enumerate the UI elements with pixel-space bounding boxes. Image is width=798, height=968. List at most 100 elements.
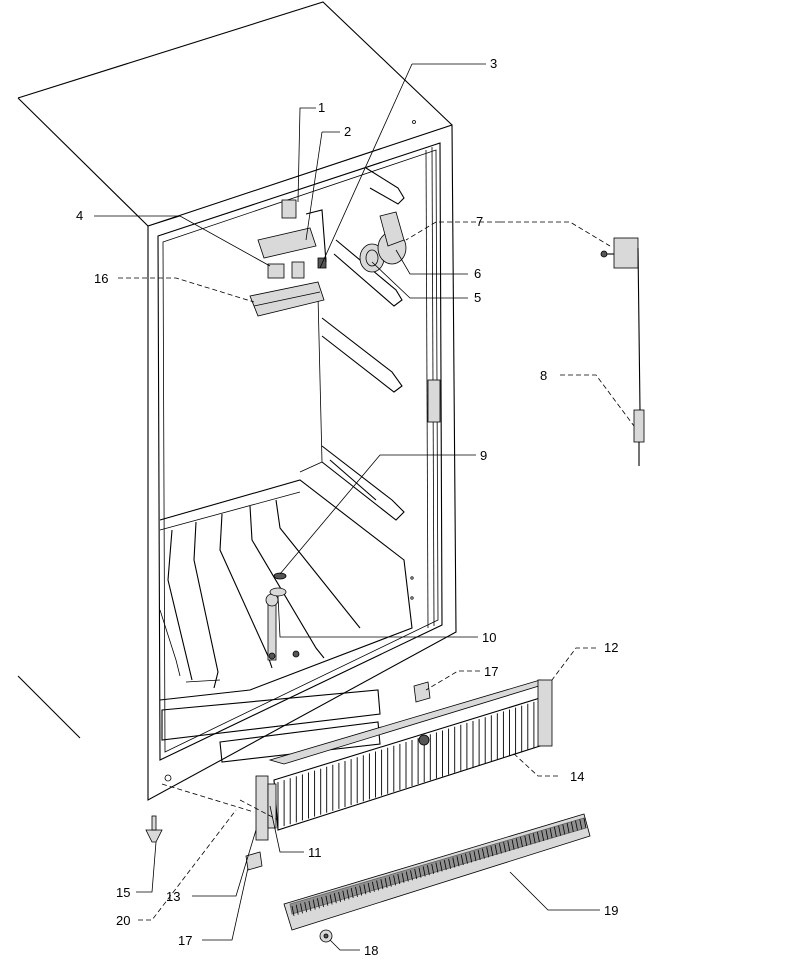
callout-12: 12 — [604, 640, 618, 655]
kick-plate-bristle — [443, 860, 447, 871]
shelf-rails — [321, 167, 405, 521]
kick-plate-bristle — [338, 891, 341, 903]
kick-plate-bristle — [469, 852, 473, 863]
kick-plate-bristle — [579, 819, 583, 830]
kick-plate-bristle — [384, 877, 388, 888]
kick-plate-bristle — [524, 835, 528, 846]
kick-plate-bristle — [372, 881, 375, 892]
kick-plate-bristle — [317, 898, 320, 909]
screw — [319, 929, 333, 943]
kick-plate-bristle — [537, 831, 540, 843]
kick-plate-bristle — [342, 890, 346, 901]
kick-plate-bristle — [554, 826, 557, 837]
kick-plate-bristle — [410, 870, 413, 881]
callout-4: 4 — [76, 208, 83, 223]
kick-plate-bristle — [333, 893, 337, 904]
kick-plate-bristle — [566, 823, 570, 834]
callout-13: 13 — [166, 889, 180, 904]
kick-plate-bristle — [367, 882, 371, 894]
kick-plate-bristle — [558, 825, 561, 836]
kick-plate-bristle — [427, 865, 430, 876]
kick-plate-bristle — [507, 840, 511, 852]
kick-plate-bristle — [562, 824, 566, 835]
kick-plate-bristle — [329, 894, 333, 905]
callout-3: 3 — [490, 56, 497, 71]
callout-14: 14 — [570, 769, 584, 784]
kick-plate-bristle — [397, 874, 401, 885]
kick-plate-bristle — [549, 828, 553, 839]
callout-18: 18 — [364, 943, 378, 958]
callout-9: 9 — [480, 448, 487, 463]
kick-plate-bristle — [359, 885, 363, 896]
kick-plate-bristle — [418, 867, 422, 878]
callout-10: 10 — [482, 630, 496, 645]
kick-plate-bristle — [401, 872, 405, 883]
kick-plate-bristle — [393, 875, 396, 886]
callout-7: 7 — [476, 214, 483, 229]
kick-plate-bristle — [388, 876, 392, 887]
knob-assembly — [359, 211, 407, 273]
leader-lines — [94, 63, 635, 951]
kick-plate-bristle — [532, 833, 536, 844]
callout-15: 15 — [116, 885, 130, 900]
thermostat-capillary — [600, 237, 645, 466]
kick-plate-bristle — [308, 900, 312, 911]
cabinet — [17, 1, 457, 801]
cabinet-bottom-panels — [161, 689, 381, 763]
kick-plate-bristle — [570, 821, 574, 832]
kick-plate-bristle — [452, 857, 456, 868]
grille-panel — [268, 679, 553, 831]
kick-plate-bristle — [486, 847, 490, 858]
callout-5: 5 — [474, 290, 481, 305]
kick-plate-bristle — [376, 880, 379, 891]
callout-6: 6 — [474, 266, 481, 281]
kick-plate-bristle — [355, 886, 358, 897]
kick-plate-bristle — [291, 905, 295, 917]
kick-plate-bristle — [363, 884, 367, 895]
kick-plate-bristle — [346, 889, 350, 900]
kick-plate-bristle — [414, 868, 418, 880]
kick-plate-bristle — [545, 829, 549, 840]
control-housing-parts — [249, 199, 327, 317]
kick-plate-bristle — [494, 844, 498, 855]
callout-16: 16 — [94, 271, 108, 286]
lower-hinge — [245, 681, 431, 871]
callout-20: 20 — [116, 913, 130, 928]
kick-plate-bristle — [380, 879, 384, 890]
kick-plate-bristle — [405, 871, 409, 882]
kick-plate-bristle — [482, 848, 485, 859]
kick-plate-bristle — [511, 839, 515, 850]
kick-plate-bristle — [541, 830, 545, 841]
kick-plate-bristle — [575, 820, 578, 831]
kick-plate-bristle — [503, 842, 506, 853]
kick-plate-bristle — [515, 838, 519, 849]
kick-plate-bristle — [304, 902, 308, 913]
kick-plate-bristle — [300, 903, 303, 914]
kick-plate-bristle — [325, 895, 329, 906]
kick-plate-bristle — [431, 863, 435, 874]
kick-plate-bristle — [477, 849, 481, 860]
kick-plate-bristle — [456, 856, 460, 867]
kick-plate — [283, 813, 591, 931]
callout-11: 11 — [308, 845, 322, 860]
callout-8: 8 — [540, 368, 547, 383]
kick-plate-bristle — [490, 846, 494, 857]
kick-plate-bristle — [439, 861, 443, 872]
callout-19: 19 — [604, 903, 618, 918]
kick-plate-bristle — [435, 862, 439, 873]
leveling-leg — [145, 815, 163, 843]
callout-17-lower: 17 — [178, 933, 192, 948]
callout-17-upper: 17 — [484, 664, 498, 679]
kick-plate-bristle — [460, 854, 464, 866]
kick-plate-bristle — [321, 897, 324, 908]
kick-plate-bristle — [295, 904, 299, 915]
kick-plate-bristle — [528, 834, 532, 845]
kick-plate-bristle — [312, 899, 316, 910]
kick-plate-bristle — [350, 888, 354, 899]
kick-plate-bristle — [499, 843, 502, 854]
callout-2: 2 — [344, 124, 351, 139]
callout-1: 1 — [318, 100, 325, 115]
kick-plate-bristle — [422, 866, 426, 877]
